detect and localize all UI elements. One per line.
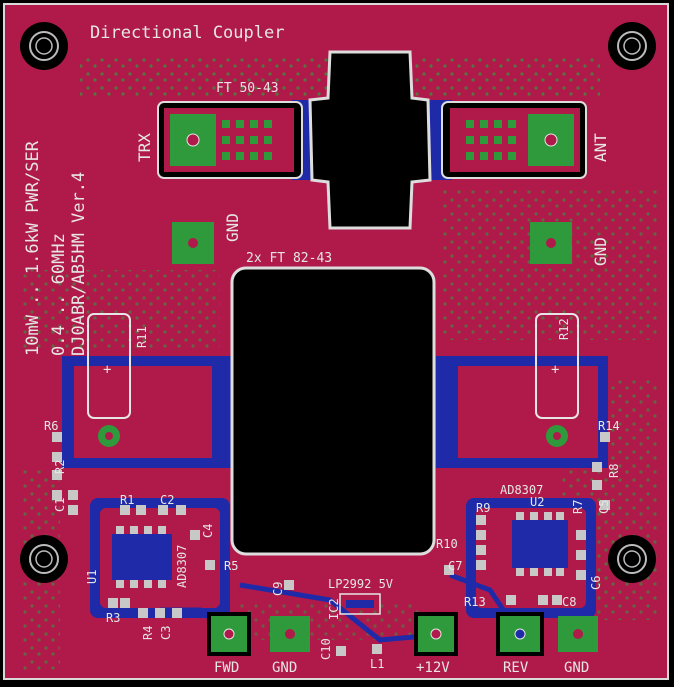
transformer-top-right-pins	[466, 120, 516, 160]
label-12v: +12V	[416, 660, 450, 676]
cross-r11: +	[103, 362, 111, 378]
label-r5: R5	[224, 559, 238, 573]
resistor-r11-body	[87, 313, 131, 419]
mounting-hole-bottom-right	[608, 535, 656, 583]
label-r13: R13	[464, 595, 486, 609]
label-r7: R7	[571, 500, 585, 514]
ic-u2	[512, 512, 568, 576]
transformer-center-label: 2x FT 82-43	[246, 251, 332, 266]
label-r14: R14	[598, 419, 620, 433]
copper-plane-left-inner	[74, 366, 212, 458]
label-c10: C10	[319, 638, 333, 660]
gnd-pad-left-hole	[188, 238, 198, 248]
label-u2: U2	[530, 495, 544, 509]
label-r4: R4	[141, 626, 155, 640]
label-ic2: IC2	[327, 598, 341, 620]
label-trx: TRX	[135, 133, 154, 162]
label-gnd-bottom1: GND	[272, 660, 297, 676]
ic-u1	[112, 526, 172, 588]
label-c6: C6	[589, 576, 603, 590]
label-ic-left: AD8307	[175, 545, 189, 588]
mounting-hole-top-left	[20, 22, 68, 70]
label-c8: C8	[562, 595, 576, 609]
board-title: Directional Coupler	[90, 23, 284, 43]
label-regulator: LP2992 5V	[328, 577, 393, 591]
side-line-1: 10mW .. 1.6kW PWR/SER	[23, 140, 43, 356]
label-rev: REV	[503, 660, 529, 676]
smd-parts-right	[284, 432, 610, 656]
label-gnd-right: GND	[591, 237, 610, 266]
side-line-2: 0.4 .. 60MHz	[49, 233, 69, 356]
label-c7: C7	[448, 559, 462, 573]
label-gnd-bottom2: GND	[564, 660, 589, 676]
label-c1: C1	[53, 498, 67, 512]
label-l1: L1	[370, 657, 384, 671]
gnd-pad-right-hole	[546, 238, 556, 248]
pad-rev	[496, 612, 544, 656]
label-ant: ANT	[591, 133, 610, 162]
label-r10: R10	[436, 537, 458, 551]
trace-supply	[239, 582, 437, 643]
regulator-ic2	[339, 593, 381, 615]
label-c5: C5	[597, 500, 611, 514]
resistor-r12-pad-hole	[553, 432, 561, 440]
label-c9: C9	[271, 582, 285, 596]
label-c2: C2	[160, 493, 174, 507]
mounting-hole-bottom-left	[20, 535, 68, 583]
label-r1: R1	[120, 493, 134, 507]
copper-plane-right-inner	[458, 366, 598, 458]
label-r9: R9	[476, 501, 490, 515]
label-fwd: FWD	[214, 660, 239, 676]
label-r2: R2	[53, 460, 67, 474]
transformer-top-label: FT 50-43	[216, 81, 279, 96]
label-c3: C3	[159, 626, 173, 640]
ferrite-core-center	[230, 266, 436, 556]
mounting-hole-top-right	[608, 22, 656, 70]
label-r11: R11	[135, 326, 149, 348]
label-gnd-left: GND	[223, 213, 242, 242]
label-r8: R8	[607, 464, 621, 478]
label-r3: R3	[106, 611, 120, 625]
trx-pad-hole	[186, 133, 200, 147]
label-ic-right: AD8307	[500, 483, 543, 497]
side-line-3: DJ0ABR/AB5HM Ver.4	[69, 172, 89, 356]
pad-gnd-bottom1	[270, 616, 310, 652]
pad-fwd	[207, 612, 251, 656]
transformer-top-left-pins	[222, 120, 272, 160]
via-field-left	[20, 270, 220, 350]
ferrite-core-top	[308, 50, 432, 230]
label-r6: R6	[44, 419, 58, 433]
smd-parts-left	[52, 432, 215, 618]
cross-r12: +	[551, 362, 559, 378]
ant-pad-hole	[544, 133, 558, 147]
resistor-r12-body	[535, 313, 579, 419]
label-u1: U1	[85, 570, 99, 584]
pad-gnd-bottom2	[558, 616, 598, 652]
resistor-r11-pad-hole	[105, 432, 113, 440]
label-r12: R12	[557, 318, 571, 340]
via-field-right	[440, 190, 660, 340]
label-c4: C4	[201, 524, 215, 538]
pad-12v	[414, 612, 458, 656]
